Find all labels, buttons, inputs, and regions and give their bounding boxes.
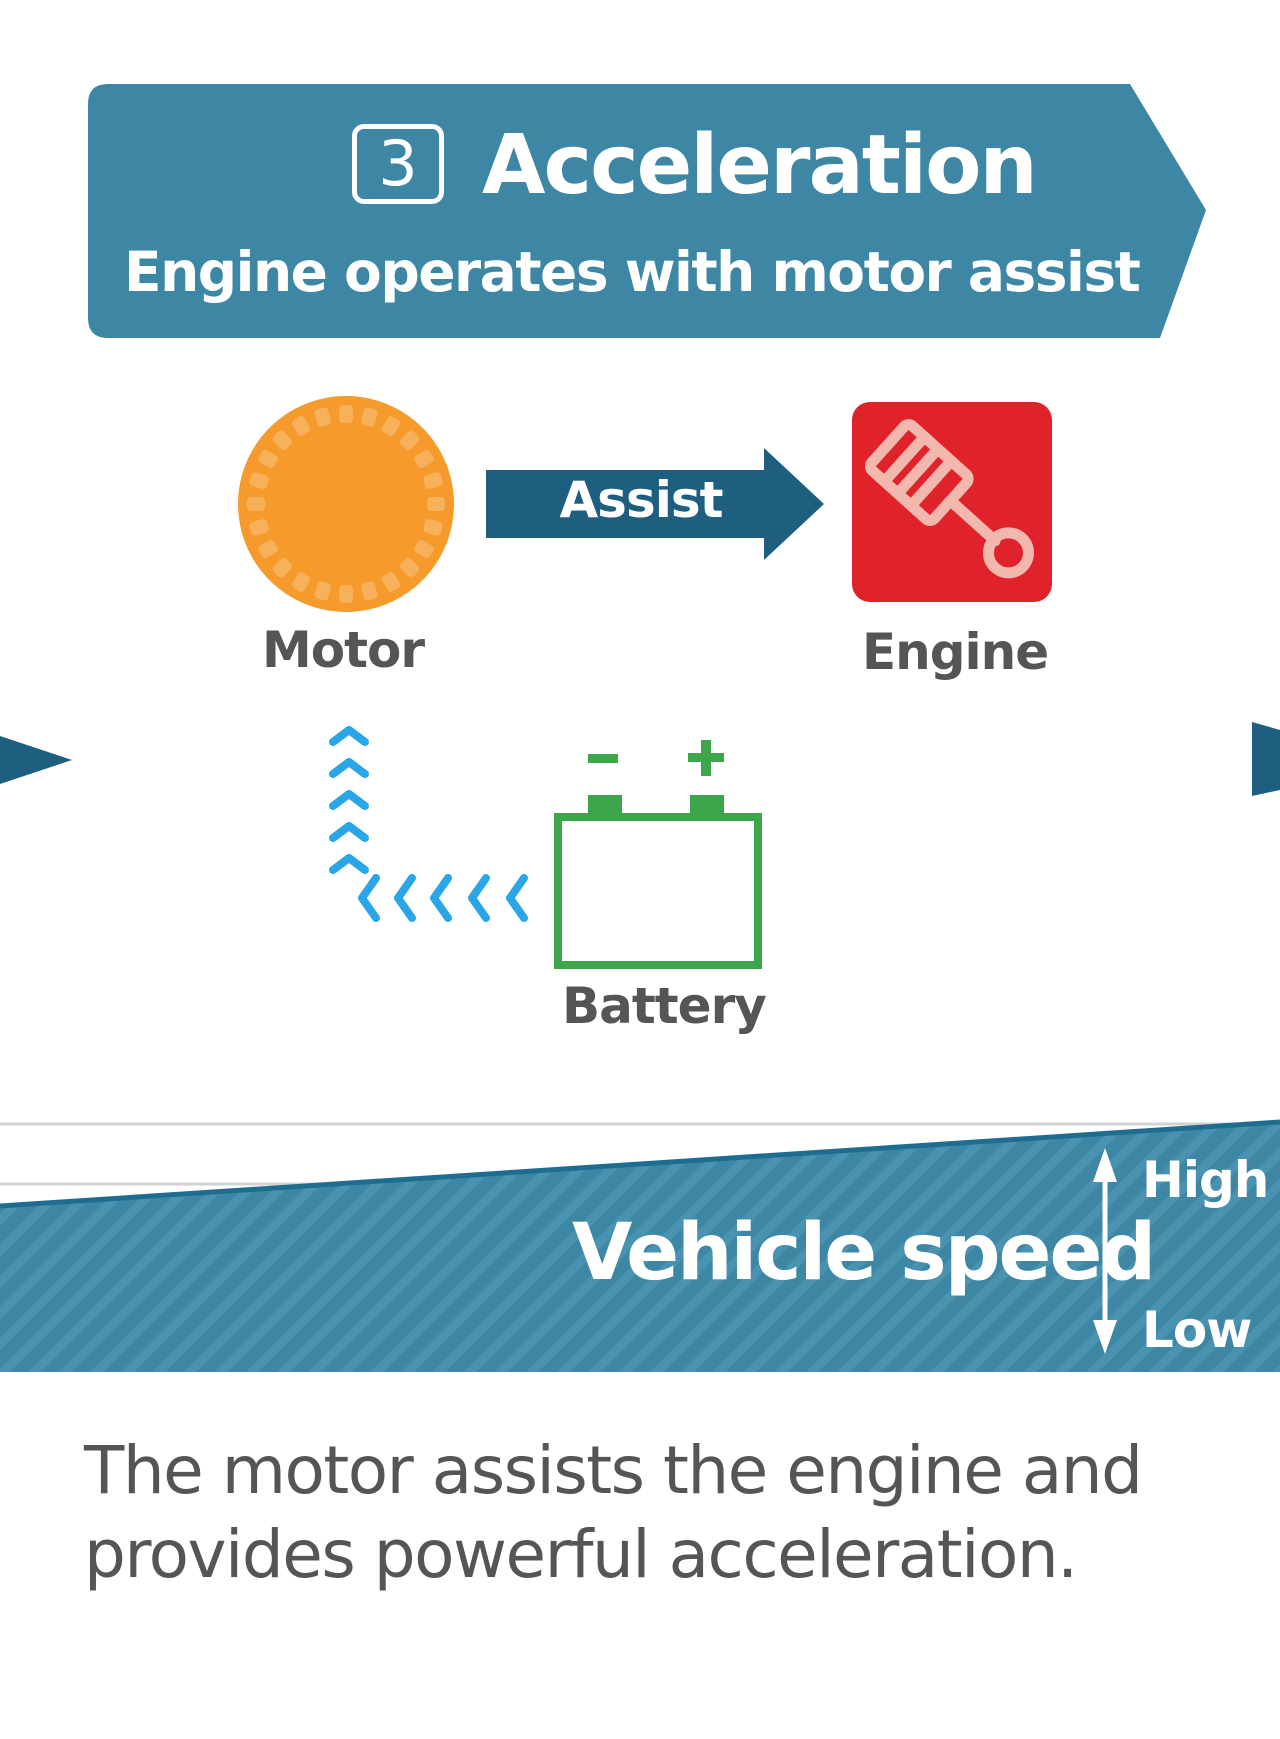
motor-tooth xyxy=(249,472,269,489)
motor-tooth xyxy=(249,519,269,536)
speed-high-label: High xyxy=(1142,1151,1269,1209)
motor-tooth xyxy=(414,449,434,469)
header-banner xyxy=(88,84,1206,338)
flow-chevron xyxy=(329,790,369,810)
motor-tooth xyxy=(427,497,445,511)
flow-chevron xyxy=(329,854,369,874)
flow-chevron xyxy=(394,874,416,922)
engine-label: Engine xyxy=(862,623,1049,681)
motor-tooth xyxy=(339,585,353,603)
flow-chevron xyxy=(358,874,380,922)
engine-piston-icon xyxy=(852,402,1052,602)
motor-tooth xyxy=(361,581,378,601)
battery-icon xyxy=(554,740,762,969)
page-subtitle: Engine operates with motor assist xyxy=(124,240,1141,304)
assist-arrow xyxy=(486,448,824,560)
flow-chevron xyxy=(430,874,452,922)
motor-tooth xyxy=(423,519,443,536)
page-title: Acceleration xyxy=(482,118,1038,213)
motor-tooth xyxy=(258,539,278,559)
motor-tooth xyxy=(381,416,401,436)
flow-chevron xyxy=(468,874,490,922)
motor-tooth xyxy=(314,581,331,601)
flow-chevron xyxy=(329,758,369,778)
speed-bar xyxy=(0,1122,1280,1372)
flow-chevron xyxy=(329,726,369,746)
motor-tooth xyxy=(272,430,293,451)
step-number-badge: 3 xyxy=(352,124,444,204)
caption-line-1: The motor assists the engine and xyxy=(84,1432,1143,1509)
motor-tooth xyxy=(247,497,265,511)
flow-chevron xyxy=(329,822,369,842)
motor-tooth xyxy=(399,430,420,451)
motor-label: Motor xyxy=(262,621,425,679)
battery-to-motor-flow xyxy=(329,726,528,922)
motor-tooth xyxy=(258,449,278,469)
vehicle-speed-label: Vehicle speed xyxy=(572,1208,1156,1298)
speed-bar-top-edge xyxy=(0,1119,1280,1209)
motor-tooth xyxy=(291,572,311,592)
right-flow-arrow xyxy=(1252,722,1280,796)
motor-tooth xyxy=(339,405,353,423)
caption-line-2: provides powerful acceleration. xyxy=(84,1516,1078,1593)
motor-icon xyxy=(238,396,454,612)
left-flow-arrow xyxy=(0,736,72,784)
speed-low-label: Low xyxy=(1142,1301,1252,1359)
speed-range-arrow xyxy=(1093,1148,1117,1354)
motor-tooth xyxy=(381,572,401,592)
flow-chevron xyxy=(506,874,528,922)
motor-tooth xyxy=(272,557,293,578)
battery-label: Battery xyxy=(562,977,767,1035)
motor-tooth xyxy=(361,407,378,427)
motor-tooth xyxy=(423,472,443,489)
motor-tooth xyxy=(414,539,434,559)
assist-label: Assist xyxy=(559,471,723,529)
motor-tooth xyxy=(314,407,331,427)
motor-tooth xyxy=(291,416,311,436)
motor-tooth xyxy=(399,557,420,578)
